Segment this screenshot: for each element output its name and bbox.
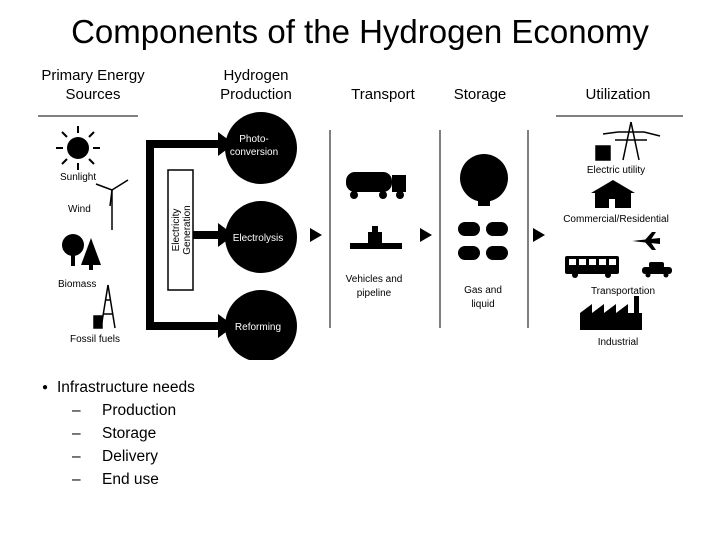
header-utilization: Utilization [585,86,650,103]
dash-icon: – [72,425,81,442]
bullet-sub-text: Delivery [102,448,158,465]
airplane-icon [632,232,660,250]
bullet-sub-text: Storage [102,425,157,442]
utilization-industrial-label: Industrial [598,337,639,348]
dash-icon: – [72,471,81,488]
reforming-circle [225,290,297,360]
header-storage: Storage [454,86,507,103]
factory-icon [580,296,642,330]
bullet-sub-text: Production [102,402,177,419]
transport-label-line2: pipeline [357,288,392,299]
bullet-sub-text: End use [102,471,159,488]
bullet-main-text: Infrastructure needs [57,379,195,396]
infrastructure-bullets: ● Infrastructure needs – Production – Stora… [42,376,195,491]
header-primary-energy-line2: Sources [65,86,120,103]
flow-arrow-3 [533,228,545,242]
column-headers: Primary Energy Sources Hydrogen Producti… [38,67,683,117]
bullet-sub-item: – Storage [42,422,195,445]
source-fossil-label: Fossil fuels [70,334,120,345]
photoconversion-line2: conversion [230,147,278,158]
reforming-label: Reforming [235,322,281,333]
photoconversion-line1: Photo- [239,134,268,145]
production-methods: Photo- conversion Electrolysis Reforming [225,112,297,360]
car-icon [642,262,672,278]
utilization-commercial-label: Commercial/Residential [563,214,669,225]
utilization-electric-label: Electric utility [587,165,645,176]
trees-icon [62,234,101,270]
header-transport: Transport [351,86,415,103]
utilization-transportation-label: Transportation [591,286,655,297]
electrolysis-circle [225,201,297,273]
bullet-sub-item: – Delivery [42,445,195,468]
storage-cylinders-icon [458,222,508,260]
flow-arrow-2 [420,228,432,242]
tanker-truck-icon [346,172,406,199]
hydrogen-economy-diagram: Primary Energy Sources Hydrogen Producti… [38,67,683,360]
oil-derrick-icon [93,284,116,329]
wind-turbine-icon [95,179,129,230]
electricity-label-line1: Electricity [171,209,182,252]
bullet-sub-item: – Production [42,399,195,422]
storage-label-line2: liquid [471,299,494,310]
header-primary-energy-line1: Primary Energy [41,67,145,84]
bullet-sub-item: – End use [42,468,195,491]
source-wind-label: Wind [68,204,91,215]
electricity-label-line2: Generation [182,205,193,254]
sun-icon [56,126,100,170]
flow-arrow-1 [310,228,322,242]
power-tower-icon [595,121,661,161]
header-hydrogen-line1: Hydrogen [223,67,288,84]
dash-icon: – [72,448,81,465]
source-sunlight-label: Sunlight [60,172,96,183]
storage-label-line1: Gas and [464,285,502,296]
dash-icon: – [72,402,81,419]
photoconversion-circle [225,112,297,184]
bullet-dot-icon: ● [42,382,49,393]
transport-label-line1: Vehicles and [346,274,403,285]
pipeline-icon [350,226,402,249]
bullet-main: ● Infrastructure needs [42,376,195,399]
house-icon [591,180,635,208]
source-biomass-label: Biomass [58,279,96,290]
header-hydrogen-line2: Production [220,86,292,103]
electricity-generation-bar [167,169,194,291]
electrolysis-label: Electrolysis [233,233,284,244]
storage-tank-icon [460,154,508,206]
slide-title: Components of the Hydrogen Economy [71,13,649,50]
bus-icon [565,256,619,278]
